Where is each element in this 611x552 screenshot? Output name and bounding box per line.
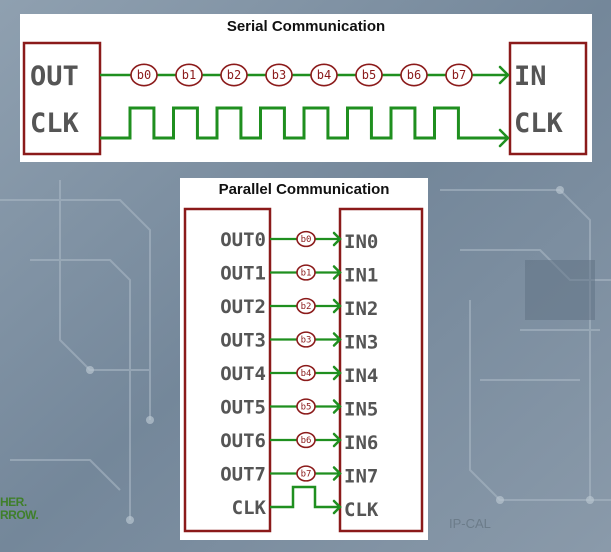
parallel-bit-2-circle <box>296 297 316 315</box>
serial-bit-6-circle <box>400 63 428 87</box>
serial-out-label-1: CLK <box>30 108 80 139</box>
serial-clock-wire <box>100 106 508 140</box>
parallel-bit-2-label: b2 <box>301 302 312 312</box>
parallel-bit-7-label: b7 <box>301 470 312 480</box>
parallel-data-arrow-3 <box>332 332 342 347</box>
serial-bit-1-circle <box>175 63 203 87</box>
serial-title: Serial Communication <box>226 18 386 35</box>
serial-in-label-0: IN <box>514 61 547 92</box>
parallel-in-label-6: IN6 <box>344 432 378 454</box>
serial-bit-2-circle <box>220 63 248 87</box>
serial-bit-4-label: b4 <box>317 68 331 82</box>
parallel-bit-0-label: b0 <box>301 235 312 245</box>
footer-text: IP-CAL <box>449 516 491 531</box>
parallel-bit-0-circle <box>296 230 316 248</box>
parallel-in-label-5: IN5 <box>344 399 378 421</box>
serial-bit-4-circle <box>310 63 338 87</box>
parallel-receiver-box <box>338 207 424 533</box>
logo-line-1: HER. <box>0 495 27 509</box>
parallel-out-label-3: OUT3 <box>220 330 266 352</box>
serial-bit-5-circle <box>355 63 383 87</box>
serial-bit-1-label: b1 <box>182 68 196 82</box>
parallel-in-label-2: IN2 <box>344 298 378 320</box>
serial-bit-7-label: b7 <box>452 68 466 82</box>
parallel-clock-arrow <box>332 499 342 515</box>
parallel-in-label-4: IN4 <box>344 365 378 387</box>
parallel-in-label-8: CLK <box>344 499 379 521</box>
serial-bit-2-label: b2 <box>227 68 241 82</box>
parallel-data-arrow-6 <box>332 432 342 448</box>
parallel-bit-5-label: b5 <box>301 403 312 413</box>
parallel-data-arrow-4 <box>332 365 342 381</box>
parallel-in-label-7: IN7 <box>344 466 378 488</box>
serial-transmitter-box <box>22 41 102 156</box>
company-logo: HER. RROW. <box>0 495 39 522</box>
parallel-out-label-8: CLK <box>232 497 267 519</box>
parallel-transmitter-box <box>183 207 272 533</box>
parallel-in-label-0: IN0 <box>344 231 378 253</box>
parallel-bit-1-label: b1 <box>301 269 312 279</box>
serial-bit-3-circle <box>265 63 293 87</box>
serial-bit-7-circle <box>445 63 473 87</box>
parallel-out-label-4: OUT4 <box>220 363 266 385</box>
parallel-data-arrow-1 <box>332 265 342 280</box>
parallel-out-label-6: OUT6 <box>220 430 266 452</box>
logo-line-2: RROW. <box>0 508 39 522</box>
serial-clock-arrow <box>498 128 510 148</box>
parallel-out-label-5: OUT5 <box>220 397 266 419</box>
serial-bit-0-circle <box>130 63 158 87</box>
parallel-out-label-2: OUT2 <box>220 296 266 318</box>
parallel-clock-wire <box>270 485 340 509</box>
parallel-bit-6-label: b6 <box>301 436 312 446</box>
parallel-in-label-3: IN3 <box>344 332 378 354</box>
parallel-data-arrow-2 <box>332 298 342 314</box>
serial-bit-6-label: b6 <box>407 68 421 82</box>
parallel-bit-6-circle <box>296 431 316 449</box>
parallel-data-arrow-0 <box>332 231 342 247</box>
serial-data-arrow <box>498 65 510 85</box>
serial-communication-panel: Serial Communication OUT CLK IN CLK b0 b1 b2 b3… <box>20 14 592 162</box>
parallel-in-label-1: IN1 <box>344 265 378 287</box>
parallel-out-label-7: OUT7 <box>220 464 266 486</box>
parallel-bit-5-circle <box>296 398 316 415</box>
parallel-out-label-0: OUT0 <box>220 229 266 251</box>
parallel-data-arrow-7 <box>332 466 342 481</box>
serial-bit-0-label: b0 <box>137 68 151 82</box>
serial-diagram: OUT CLK IN CLK b0 b1 b2 b3 b4 b5 b6 b7 <box>22 41 588 156</box>
parallel-bit-4-label: b4 <box>301 369 312 379</box>
parallel-title: Parallel Communication <box>218 181 390 198</box>
parallel-bit-1-circle <box>296 264 316 281</box>
parallel-out-label-1: OUT1 <box>220 263 266 285</box>
parallel-bit-3-label: b3 <box>301 336 312 346</box>
parallel-bit-7-circle <box>296 465 316 482</box>
serial-receiver-box <box>508 41 588 156</box>
parallel-data-arrow-5 <box>332 399 342 414</box>
parallel-bit-3-circle <box>296 331 316 348</box>
serial-out-label-0: OUT <box>30 61 79 92</box>
serial-in-label-1: CLK <box>514 108 564 139</box>
parallel-bit-4-circle <box>296 364 316 382</box>
serial-bit-5-label: b5 <box>362 68 376 82</box>
serial-bit-3-label: b3 <box>272 68 286 82</box>
